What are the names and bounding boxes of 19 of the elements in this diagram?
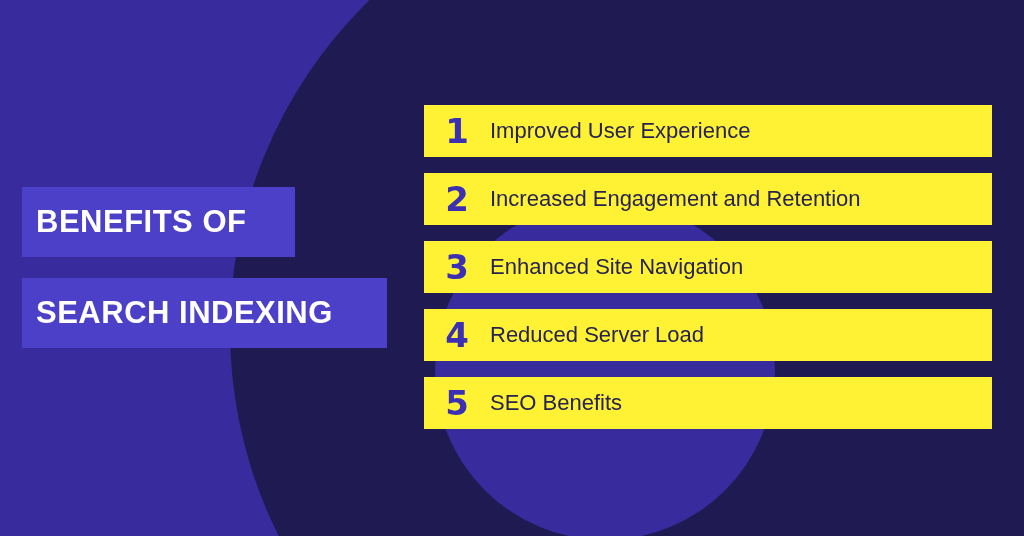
item-number: 1 — [444, 111, 470, 151]
benefit-bar — [424, 377, 992, 429]
benefit-bar — [424, 173, 992, 225]
benefit-text: SEO Benefits — [490, 390, 623, 416]
benefit-text: Reduced Server Load — [490, 322, 705, 348]
title-band — [22, 278, 387, 348]
benefit-bar — [424, 309, 992, 361]
benefit-text: Increased Engagement and Retention — [490, 186, 861, 212]
item-number: 3 — [444, 247, 470, 287]
item-number: 2 — [444, 179, 470, 219]
benefit-bar — [424, 105, 992, 157]
benefit-text: Improved User Experience — [490, 118, 751, 144]
benefit-text: Enhanced Site Navigation — [490, 254, 744, 280]
item-number: 5 — [444, 383, 470, 423]
benefit-bar — [424, 241, 992, 293]
title-text: BENEFITS OF — [36, 204, 247, 240]
item-number: 4 — [444, 315, 470, 355]
title-band — [22, 187, 295, 257]
title-text: SEARCH INDEXING — [36, 295, 333, 331]
